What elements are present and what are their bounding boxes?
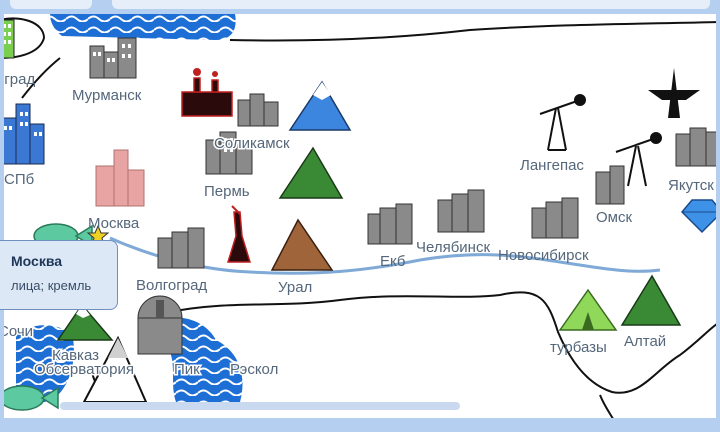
label-kavkaz[interactable]: Кавказ: [51, 346, 101, 366]
label-sochi[interactable]: Сочи: [0, 322, 35, 342]
tooltip-title: Москва: [11, 253, 63, 269]
label-langepas[interactable]: Лангепас: [520, 157, 584, 174]
city-ekb-icon: [367, 203, 413, 245]
label-murmansk[interactable]: Мурманск: [72, 87, 142, 104]
city-spb-icon: [0, 103, 45, 165]
mountain-blue-icon: [288, 80, 352, 131]
tooltip-description: лица; кремль: [11, 278, 92, 293]
observatory-icon: [137, 295, 183, 355]
rocket-icon: [648, 68, 700, 118]
mountains: [56, 80, 682, 403]
label-altai[interactable]: Алтай: [624, 333, 666, 350]
label-turbazy[interactable]: турбазы: [550, 339, 607, 356]
label-omsk[interactable]: Омск: [596, 209, 632, 226]
border-north: [229, 21, 720, 42]
fish-2-icon: [0, 385, 59, 411]
mountain-caucasus-icon: [56, 303, 114, 341]
statue-icon: [226, 205, 252, 263]
label-solikamsk[interactable]: Соликамск: [213, 134, 292, 154]
mountain-brown-icon: [270, 218, 334, 271]
mountain-altai-icon: [620, 274, 682, 326]
city-chelyabinsk-icon: [437, 189, 485, 233]
city-omsk-icon: [595, 165, 625, 205]
label-yakutsk[interactable]: Якутск: [668, 177, 714, 194]
city-yakutsk-icon: [675, 127, 720, 167]
label-observatory[interactable]: Обсерватория: [33, 360, 136, 380]
sea-north: [50, 14, 236, 40]
diamond-icon: [680, 199, 720, 234]
border-leningrad: [0, 17, 46, 59]
label-moskva[interactable]: Москва: [88, 215, 140, 232]
city-solikamsk-icon: [237, 93, 279, 127]
label-spb[interactable]: СПб: [4, 171, 34, 188]
top-frame: [0, 0, 720, 14]
city-labels: нград СПб Мурманск Соликамск Пермь Москв…: [0, 71, 714, 380]
city-murmansk-icon: [89, 37, 137, 79]
top-frame-bar: [112, 0, 710, 9]
left-frame: [0, 0, 4, 432]
mountain-green-icon: [278, 146, 344, 199]
sea-black: [16, 325, 74, 402]
city-moskva-icon: [95, 149, 145, 207]
oil-rig-2-icon: [615, 132, 662, 187]
city-volgograd-icon: [157, 227, 205, 269]
label-reskol[interactable]: Рэскол: [229, 360, 280, 380]
tent-icon: [558, 288, 618, 331]
city-perm-icon: [205, 131, 253, 175]
city-novosibirsk-icon: [531, 197, 579, 239]
border-west-link: [21, 57, 61, 99]
label-chelyabinsk[interactable]: Челябинск: [416, 239, 490, 256]
city-tooltip: Москва лица; кремль: [0, 240, 118, 310]
label-pik[interactable]: Пик: [173, 360, 202, 380]
oil-rig-icon: [539, 94, 586, 151]
border-south: [169, 291, 720, 394]
label-leningrad[interactable]: нград: [0, 71, 35, 88]
sea-caspian: [165, 317, 243, 402]
label-volgograd[interactable]: Волгоград: [136, 277, 207, 294]
horizontal-scrollbar[interactable]: [60, 402, 460, 410]
factory-icon: [181, 68, 233, 117]
right-frame: [716, 0, 720, 432]
label-novosibirsk[interactable]: Новосибирск: [498, 247, 589, 264]
sea-areas: [16, 14, 243, 402]
label-ural[interactable]: Урал: [278, 279, 312, 296]
top-frame-tab: [10, 0, 92, 9]
label-perm[interactable]: Пермь: [204, 183, 250, 200]
label-ekb[interactable]: Екб: [380, 253, 406, 270]
bottom-frame: [0, 418, 720, 432]
